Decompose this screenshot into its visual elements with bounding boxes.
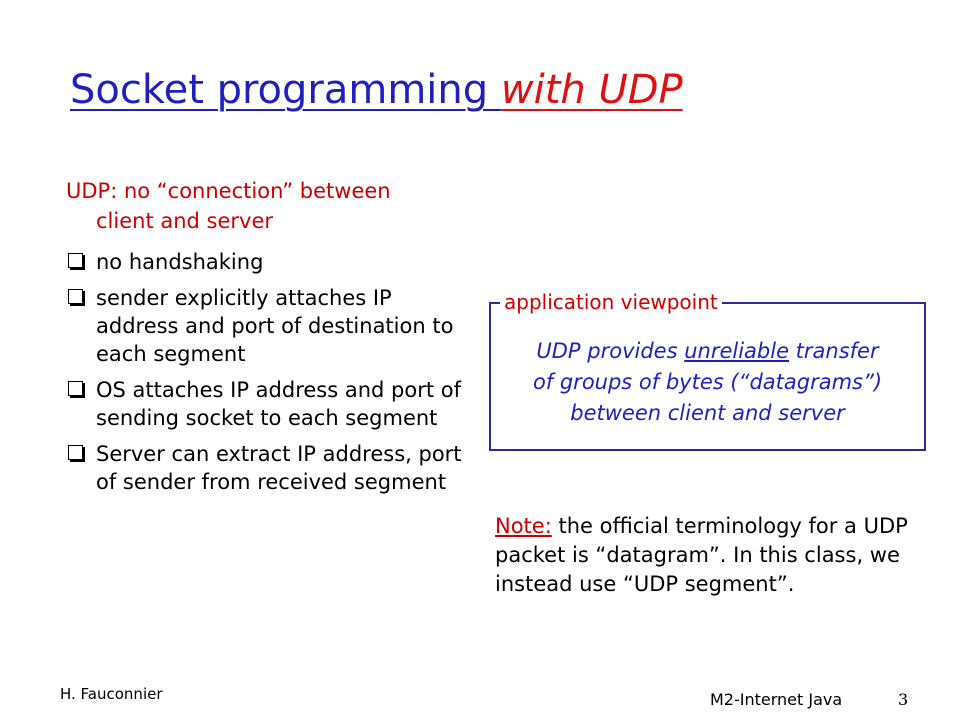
viewpoint-line-2: of groups of bytes (“datagrams”) [532,370,883,394]
footer-course: M2-Internet Java [710,690,843,709]
application-viewpoint-text: UDP provides unreliable transfer of grou… [491,336,924,429]
bullet-list: no handshaking sender explicitly attache… [66,248,466,504]
intro-text: UDP: no “connection” between client and … [66,176,456,236]
checkbox-bullet-icon [68,445,83,460]
viewpoint-line-1-pre: UDP provides [536,339,685,363]
note-label: Note: [495,514,552,538]
viewpoint-line-3: between client and server [570,401,845,425]
bullet-item: no handshaking [66,248,466,276]
terminology-note: Note: the official terminology for a UDP… [495,512,935,599]
bullet-item: Server can extract IP address, port of s… [66,440,466,496]
bullet-item: OS attaches IP address and port of sendi… [66,376,466,432]
bullet-text: no handshaking [96,250,264,274]
page-number: 3 [898,690,909,709]
checkbox-bullet-icon [68,289,83,304]
bullet-item: sender explicitly attaches IP address an… [66,284,466,368]
note-text: the official terminology for a UDP packe… [495,514,908,596]
checkbox-bullet-icon [68,253,83,268]
title-part-socket-programming: Socket programming [70,67,501,113]
footer-author: H. Fauconnier [60,685,163,703]
checkbox-bullet-icon [68,381,83,396]
bullet-text: OS attaches IP address and port of sendi… [96,378,461,430]
viewpoint-unreliable: unreliable [684,339,789,363]
bullet-text: sender explicitly attaches IP address an… [96,286,454,366]
slide-title: Socket programming with UDP [70,62,683,118]
title-part-with-udp: with UDP [500,67,683,113]
intro-line-1: UDP: no “connection” between [66,179,391,203]
viewpoint-line-1: UDP provides unreliable transfer [491,336,924,367]
viewpoint-line-1-post: transfer [789,339,879,363]
bullet-text: Server can extract IP address, port of s… [96,442,462,494]
intro-line-2: client and server [96,209,274,233]
application-viewpoint-label: application viewpoint [500,288,722,316]
